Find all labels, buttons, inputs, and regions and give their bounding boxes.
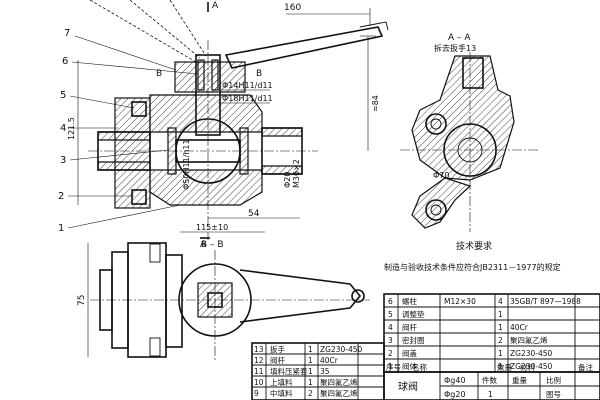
dim-84: ≈84 [371,95,380,112]
bom-upper-qty: 1 [498,362,503,371]
fit-phi14: Φ14H11/d11 [222,81,273,90]
bom-upper-qty: 2 [498,336,503,345]
bom-upper-name: 密封圈 [402,335,425,345]
code-1: Φg40 [444,376,466,385]
balloon-3: 3 [60,155,66,166]
bom-upper-qty: 1 [498,310,503,319]
bom-lower-qty: 1 [308,356,313,365]
tech-body: 制造与验收技术条件应符合JB2311－1977的规定 [384,262,561,272]
bom-lower-seq: 10 [254,378,264,387]
bom-lower-name: 填料压紧套 [270,366,308,376]
bom-upper-material: ZG230-450 [510,362,553,371]
bom-upper-spec: M12×30 [444,297,476,306]
dim-115: 115±10 [196,223,228,232]
assembly-name: 球阀 [398,380,418,393]
balloon-2: 2 [58,191,64,202]
hdr-seq: 序号 [386,362,401,372]
bom-upper-material: 聚四氟乙烯 [510,335,548,345]
cut-b-right: B [256,69,262,79]
tb-quantity: 件数 [482,375,497,385]
hdr-name: 名称 [412,362,427,372]
dim-phi20: Φ20 [283,172,292,188]
tb-drawing-no: 图号 [546,390,561,399]
hdr-qty: 数量 [497,362,512,372]
bom-upper-seq: 5 [388,310,393,319]
balloon-6: 6 [62,56,68,67]
bom-lower-material: 40Cr [320,356,339,365]
bom-upper-name: 阀杆 [402,322,417,332]
bom-lower-seq: 12 [254,356,264,365]
bom-header: 序号 名称 数量 材料 备注 [384,362,600,373]
hdr-remark: 备注 [578,362,593,372]
front-section-view: 160 Φ50H11/h11 Φ14H11/d11 Φ18H [58,0,389,250]
bom-upper-name: 阀体 [402,361,417,371]
bom-upper-material: 35GB/T 897—1988 [510,297,581,306]
tb-one: 1 [488,390,493,399]
dim-121-5: 121.5 [67,117,76,140]
dim-phi70: Φ70 [433,171,449,180]
bom-lower-material: 35 [320,367,330,376]
bom-upper-name: 调整垫 [402,309,425,319]
dim-54: 54 [248,209,260,219]
cut-a-bottom: A [200,240,207,250]
balloon-1: 1 [58,223,64,234]
bom-lower-name: 扳手 [270,344,285,354]
bom-upper-seq: 1 [388,362,393,371]
bom-upper-seq: 3 [388,336,393,345]
bom-lower-material: ZG230-450 [320,345,363,354]
bom-upper-name: 阀盖 [402,348,417,358]
bom-lower-name: 阀杆 [270,355,285,365]
bom-lower-qty: 1 [308,345,313,354]
bom-lower-seq: 9 [254,389,259,398]
code-2: Φg20 [444,390,466,399]
bom-lower-qty: 1 [308,378,313,387]
dim-160: 160 [284,3,301,13]
title-block: 球阀 Φg40 Φg20 件数 重量 比例 1 图号 [383,371,600,400]
bom-upper-material: ZG230-450 [510,349,553,358]
bom-lower-name: 上填料 [270,377,293,387]
bom-upper-seq: 6 [388,297,393,306]
cut-a-top: A [212,1,219,11]
technical-requirements: 技术要求 制造与验收技术条件应符合JB2311－1977的规定 [384,240,561,272]
bom-lower-qty: 2 [308,389,313,398]
section-aa-title: A – A [448,33,471,43]
cut-b-left: B [156,69,162,79]
balloon-4: 4 [60,123,66,134]
bom-upper-qty: 1 [498,349,503,358]
fit-phi50: Φ50H11/h11 [182,139,191,190]
bom-lower-material: 聚四氟乙烯 [320,388,358,398]
bom-lower-qty: 1 [308,367,313,376]
bom-lower-material: 聚四氟乙烯 [320,377,358,387]
tb-ratio: 比例 [546,375,561,385]
balloon-7: 7 [64,28,70,39]
dim-75: 75 [77,295,87,306]
section-aa-note: 拆去扳手13 [434,43,476,53]
bom-lower-seq: 11 [254,367,264,376]
hdr-material: 材料 [520,362,535,372]
bom-lower-seq: 13 [254,345,264,354]
balloon-5: 5 [60,90,66,101]
fit-phi18: Φ18H11/d11 [222,94,273,103]
tech-title: 技术要求 [456,240,492,252]
tb-weight: 重量 [512,376,527,385]
bom-upper-name: 螺柱 [402,296,417,306]
bom-upper-seq: 4 [388,323,393,332]
bom-upper-seq: 2 [388,349,393,358]
bom-upper-qty: 4 [498,297,503,306]
section-aa-view: A – A 拆去扳手13 Φ70 [400,33,540,232]
dim-m36: M36×2 [292,159,301,188]
section-bb-view: B – B 75 [77,240,370,360]
bom-upper-qty: 1 [498,323,503,332]
section-bb-title: B – B [201,240,224,250]
bom-lower-name: 中填料 [270,388,293,398]
bom-upper-material: 40Cr [510,323,529,332]
